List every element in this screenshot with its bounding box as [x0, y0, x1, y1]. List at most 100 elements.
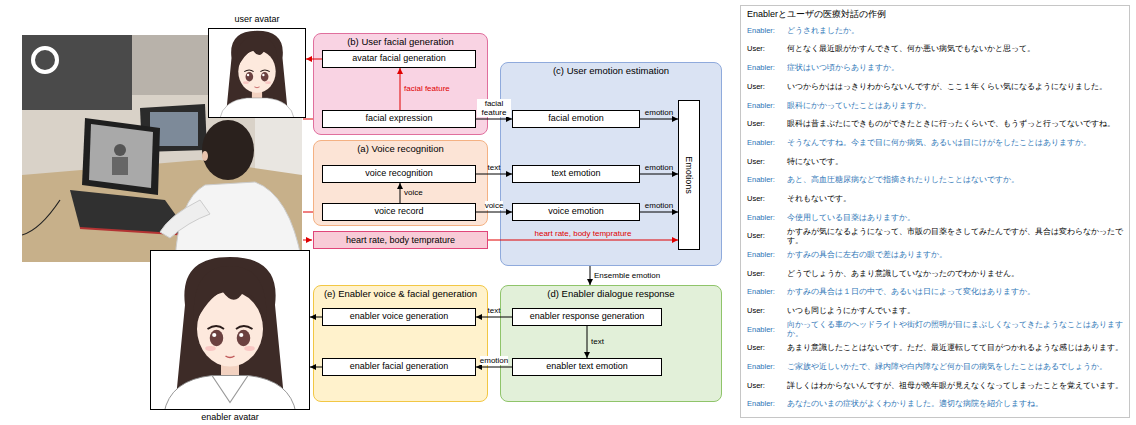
- photo: [22, 200, 60, 235]
- photo: [82, 118, 160, 195]
- utterance: どうされましたか。: [787, 27, 1123, 36]
- utterance: そうなんですね。今まで目に何か病気、あるいは目にけがをしたことはありますか。: [787, 139, 1123, 148]
- module-group: (e) Enabler voice & facial generation ena…: [313, 285, 488, 402]
- photo: [202, 151, 208, 161]
- utterance: あなたのいまの症状がよくわかりました。適切な病院を紹介しますね。: [787, 400, 1123, 409]
- user-avatar-picture: [220, 31, 295, 117]
- group-title: (b) User facial generation: [314, 34, 487, 48]
- speaker-label: User:: [747, 158, 787, 167]
- utterance: あと、高血圧糖尿病などで指摘されたりしたことはないですか。: [787, 176, 1123, 185]
- module-group: (d) Enabler dialogue responseenabler res…: [500, 285, 722, 402]
- flow-arrow: [310, 317, 322, 318]
- box-label: enabler text emotion: [546, 362, 628, 372]
- box-label: facial emotion: [548, 114, 604, 124]
- utterance: いつからかははっきりわからないんですが、ここ１年くらい気になるようになりました。: [787, 83, 1123, 92]
- speaker-label: Enabler:: [747, 64, 787, 73]
- box-label: voice emotion: [548, 207, 604, 217]
- flow-arrow: [476, 174, 512, 175]
- process-box: facial expression: [322, 110, 476, 128]
- enabler-avatar-picture: [164, 257, 296, 409]
- flow-arrow: [476, 212, 512, 213]
- speaker-label: User:: [747, 195, 787, 204]
- ensemble-box: Emotions: [678, 100, 700, 250]
- dialogue-row: Enabler:あなたのいまの症状がよくわかりました。適切な病院を紹介しますね。: [747, 395, 1123, 414]
- dialogue-row: User:それもないです。: [747, 190, 1123, 209]
- box-label: voice record: [374, 207, 423, 217]
- photo: [112, 157, 128, 175]
- avatar-ground: [150, 250, 310, 410]
- dialogue-row: User:かすみが気になるようになって、市販の目薬をさしてみたんですが、具合は変…: [747, 227, 1123, 246]
- flow-arrow: [400, 183, 401, 203]
- dialogue-row: Enabler:あと、高血圧糖尿病などで指摘されたりしたことはないですか。: [747, 171, 1123, 190]
- utterance: ご家族や近しいかたで、緑内障や白内障など何か目の病気をしたことはあるでしょうか。: [787, 363, 1123, 372]
- utterance: あまり意識したことはないです。ただ、最近運転してて目がつかれるような感じはありま…: [787, 344, 1123, 353]
- process-box: enabler facial generation: [322, 358, 476, 376]
- photo: [22, 35, 302, 262]
- avatar-label: enabler avatar: [141, 413, 319, 423]
- utterance: かすみの具合は１日の中で、あるいは日によって変化はありますか。: [787, 288, 1123, 297]
- utterance: 特にないです。: [787, 158, 1123, 167]
- flow-arrow: [310, 367, 322, 368]
- utterance: 向かってくる車のヘッドライトや街灯の照明が目にまぶしくなってきたようなことはあり…: [787, 321, 1123, 338]
- photo: [22, 35, 132, 110]
- speaker-label: User:: [747, 83, 787, 92]
- flow-label: heart rate, body temprature: [535, 229, 632, 238]
- sensor-lines: [303, 119, 321, 120]
- dialogue-row: Enabler:今使用している目薬はありますか。: [747, 209, 1123, 228]
- box-label: voice recognition: [365, 169, 433, 179]
- flow-label: text: [488, 163, 501, 172]
- photo: [114, 144, 126, 156]
- speaker-label: User:: [747, 45, 787, 54]
- dialogue-row: User:特にないです。: [747, 153, 1123, 172]
- module-group: (c) User emotion estimationfacial emotio…: [500, 62, 722, 266]
- dialogue-row: Enabler:どうされましたか。: [747, 22, 1123, 41]
- speaker-label: User:: [747, 270, 787, 279]
- flow-arrow: [590, 266, 591, 285]
- avatar-frame: enabler avatar: [150, 250, 310, 410]
- speaker-label: Enabler:: [747, 214, 787, 223]
- box-label: heart rate, body temprature: [346, 235, 455, 245]
- speaker-label: Enabler:: [747, 326, 787, 335]
- photo: [140, 104, 207, 152]
- flow-label: emotion: [645, 108, 673, 117]
- dialogue-row: Enabler:眼科にかかっていたことはありますか。: [747, 96, 1123, 115]
- process-box: facial emotion: [512, 110, 640, 128]
- avatar-label: user avatar: [199, 15, 315, 25]
- utterance: 症状はいつ頃からありますか。: [787, 64, 1123, 73]
- box-label: enabler facial generation: [350, 362, 449, 372]
- sensor-lines: [303, 212, 321, 213]
- process-box: enabler voice generation: [322, 308, 476, 326]
- flow-label: voice: [404, 188, 423, 197]
- box-label: text emotion: [551, 169, 600, 179]
- dialogue-row: User:いつからかははっきりわからないんですが、ここ１年くらい気になるようにな…: [747, 78, 1123, 97]
- photo: [255, 35, 302, 262]
- utterance: いつも同じようにかすんでいます。: [787, 307, 1123, 316]
- module-group: (a) Voice recognitionvoice recognitionvo…: [313, 140, 488, 226]
- group-title: (d) Enabler dialogue response: [501, 286, 721, 300]
- dialogue-row: User:何となく最近眼がかすんできて、何か悪い病気でもないかと思って。: [747, 40, 1123, 59]
- dialogue-row: Enabler:症状はいつ頃からありますか。: [747, 59, 1123, 78]
- flow-arrow: [640, 212, 678, 213]
- speaker-label: User:: [747, 382, 787, 391]
- speaker-label: Enabler:: [747, 400, 787, 409]
- photo: [150, 112, 198, 146]
- group-title: (e) Enabler voice & facial generation: [314, 286, 487, 300]
- flow-label: text: [488, 306, 501, 315]
- utterance: 詳しくはわからないんですが、祖母が晩年眼が見えなくなってしまったことを覚えていま…: [787, 382, 1123, 391]
- speaker-label: Enabler:: [747, 176, 787, 185]
- flow-label: emotion: [480, 356, 508, 365]
- box-label: avatar facial generation: [352, 54, 446, 64]
- flow-label: text: [591, 337, 604, 346]
- box-label: enabler voice generation: [350, 312, 449, 322]
- photo: [70, 190, 190, 235]
- process-box: avatar facial generation: [322, 50, 476, 68]
- flow-label: emotion: [645, 201, 673, 210]
- flow-arrow: [640, 119, 678, 120]
- dialogue-row: Enabler:向かってくる車のヘッドライトや街灯の照明が目にまぶしくなってきた…: [747, 321, 1123, 340]
- avatar-ground: [208, 28, 306, 118]
- utterance: どうでしょうか、あまり意識していなかったのでわかりません。: [787, 270, 1123, 279]
- flow-label: facial feature: [404, 84, 450, 93]
- enabler-avatar-picture: [164, 257, 296, 409]
- speaker-label: User:: [747, 344, 787, 353]
